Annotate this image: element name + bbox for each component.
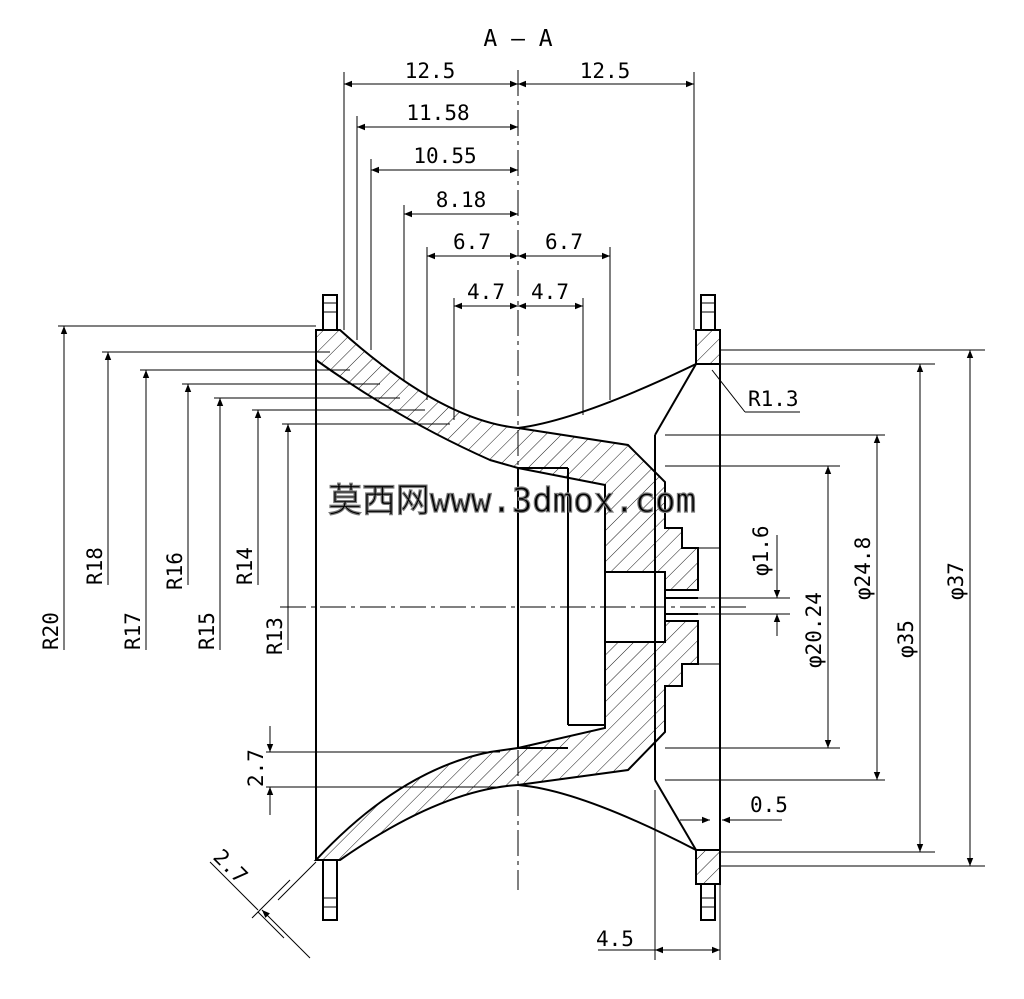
dim-left-4-7: 4.7 [467,280,505,304]
dim-4-5: 4.5 [596,927,634,951]
dim-height-2-7: 2.7 [244,749,268,787]
dimension-lines [60,80,974,959]
dim-left-6-7: 6.7 [453,230,491,254]
dim-10-55: 10.55 [413,144,476,168]
section-title: A – A [483,26,552,52]
dim-r17: R17 [121,612,145,650]
dim-r18: R18 [83,547,107,585]
dim-right-12-5: 12.5 [580,59,631,83]
dim-11-58: 11.58 [406,101,469,125]
dim-r15: R15 [195,612,219,650]
watermark: 莫西网www.3dmox.com [328,481,696,521]
dim-8-18: 8.18 [436,188,487,212]
dim-right-4-7: 4.7 [531,280,569,304]
dim-r13: R13 [263,617,287,655]
dim-0-5: 0.5 [750,793,788,817]
dim-phi-37: φ37 [944,562,968,600]
dim-phi-24-8: φ24.8 [851,537,875,600]
dim-right-6-7: 6.7 [545,230,583,254]
dim-r14: R14 [233,547,257,585]
dim-phi-20-24: φ20.24 [802,592,826,668]
dim-phi-35: φ35 [894,620,918,658]
dim-diagonal-2-7: 2.7 [208,845,252,889]
dim-phi-1-6: φ1.6 [749,525,773,576]
dim-r20: R20 [39,612,63,650]
dim-left-12-5: 12.5 [405,59,456,83]
dim-r16: R16 [163,552,187,590]
dim-r1-3: R1.3 [748,387,799,411]
extension-lines [58,72,985,960]
